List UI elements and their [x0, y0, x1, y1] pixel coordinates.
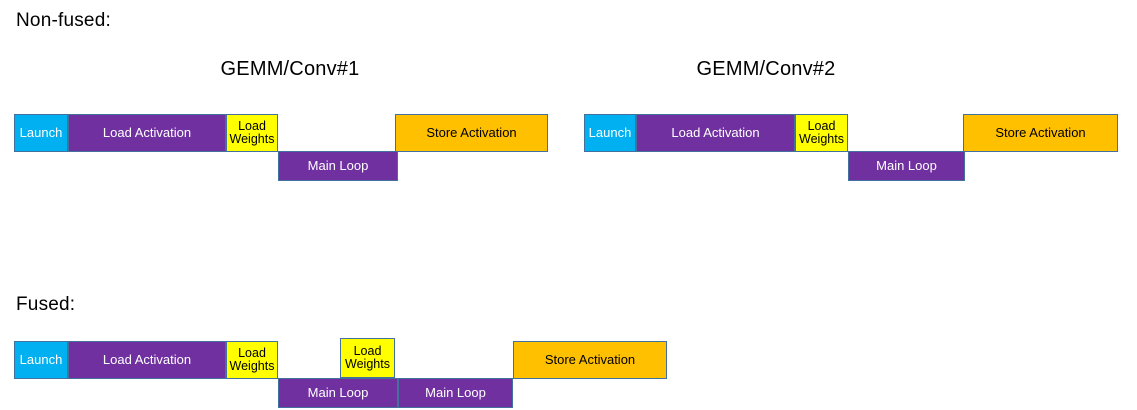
block-load-activation: Load Activation: [68, 114, 226, 152]
timeline-non-fused-gemm-conv-1: Launch Load Activation Load Weights Main…: [0, 0, 570, 200]
group-title-gemm-conv-1: GEMM/Conv#1: [220, 58, 360, 80]
block-label: Main Loop: [307, 385, 369, 401]
block-label: Store Activation: [995, 125, 1086, 141]
block-label: Launch: [19, 352, 63, 368]
block-store-activation: Store Activation: [395, 114, 548, 152]
block-store-activation: Store Activation: [513, 341, 667, 379]
group-title-gemm-conv-2: GEMM/Conv#2: [696, 58, 836, 80]
block-load-weights: Load Weights: [226, 114, 278, 152]
block-launch: Launch: [584, 114, 636, 152]
block-load-weights-1: Load Weights: [226, 341, 278, 379]
block-main-loop-1: Main Loop: [278, 378, 398, 408]
block-main-loop: Main Loop: [848, 151, 965, 181]
block-launch: Launch: [14, 114, 68, 152]
block-label: Load Activation: [671, 125, 760, 141]
section-label-fused: Fused:: [16, 294, 76, 315]
block-store-activation: Store Activation: [963, 114, 1118, 152]
block-load-weights: Load Weights: [795, 114, 848, 152]
block-label: Load Weights: [229, 118, 275, 146]
block-label: Main Loop: [425, 385, 486, 401]
block-label: Load Activation: [102, 125, 192, 141]
block-label: Load Activation: [102, 352, 192, 368]
block-load-activation: Load Activation: [636, 114, 795, 152]
block-label: Store Activation: [544, 352, 636, 368]
block-label: Launch: [588, 125, 632, 141]
block-label: Store Activation: [426, 125, 517, 141]
block-label: Load Weights: [799, 118, 844, 146]
block-label: Launch: [19, 125, 63, 141]
block-label: Load Weights: [229, 345, 275, 373]
block-load-activation: Load Activation: [68, 341, 226, 379]
timeline-non-fused-gemm-conv-2: Launch Load Activation Load Weights Main…: [0, 0, 1137, 200]
section-label-non-fused: Non-fused:: [16, 10, 111, 31]
block-load-weights-2: Load Weights: [340, 338, 395, 378]
block-main-loop-2: Main Loop: [398, 378, 513, 408]
block-label: Load Weights: [345, 343, 390, 371]
block-launch: Launch: [14, 341, 68, 379]
block-label: Main Loop: [876, 158, 937, 174]
block-main-loop: Main Loop: [278, 151, 398, 181]
block-label: Main Loop: [307, 158, 369, 174]
